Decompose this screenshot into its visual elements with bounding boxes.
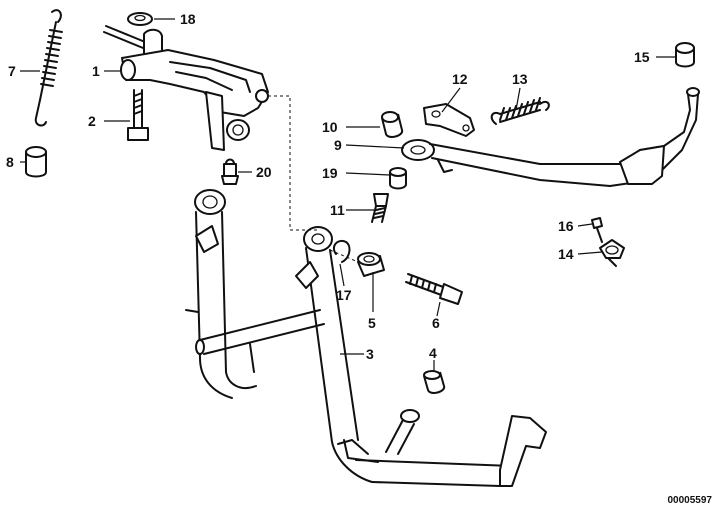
callout-9: 9 [334,137,342,153]
center-stand-3 [185,189,547,487]
callout-19: 19 [322,165,338,181]
grease-nipple-20 [221,158,239,185]
bushing-10 [381,111,404,138]
callout-20: 20 [256,164,272,180]
leader-lines [20,18,676,372]
callout-5: 5 [368,315,376,331]
callout-10: 10 [322,119,338,135]
callout-17: 17 [336,287,352,303]
callout-8: 8 [6,154,14,170]
callout-7: 7 [8,63,16,79]
rubber-cap-15 [675,42,695,68]
screw-16 [591,217,603,243]
callout-3: 3 [366,346,374,362]
callout-2: 2 [88,113,96,129]
callout-16: 16 [558,218,574,234]
callout-12: 12 [452,71,468,87]
callout-15: 15 [634,49,650,65]
callout-6: 6 [432,315,440,331]
bolt-11 [371,193,389,223]
callout-13: 13 [512,71,528,87]
bushing-8 [25,146,47,178]
document-number: 00005597 [668,495,713,506]
callouts: 1 2 3 4 5 6 7 8 9 10 11 12 13 14 15 16 1… [6,11,650,362]
callout-4: 4 [429,345,437,361]
spring-13 [490,97,550,125]
callout-1: 1 [92,63,100,79]
washer-18 [127,12,153,26]
callout-18: 18 [180,11,196,27]
spring-plate-12 [423,103,475,137]
assembly-line-2 [329,249,359,263]
buffer-14 [599,239,625,267]
bolt-6 [405,273,463,305]
callout-14: 14 [558,246,574,262]
assembly-line-1 [268,95,318,231]
bolt-2 [127,89,149,141]
bushing-5 [357,252,385,277]
spring-7 [34,9,63,127]
side-stand-9 [401,87,700,187]
circlip-17 [332,240,351,263]
callout-11: 11 [330,202,345,218]
bushing-19 [389,167,407,190]
bushing-4 [423,370,446,394]
bracket-1 [103,25,269,151]
